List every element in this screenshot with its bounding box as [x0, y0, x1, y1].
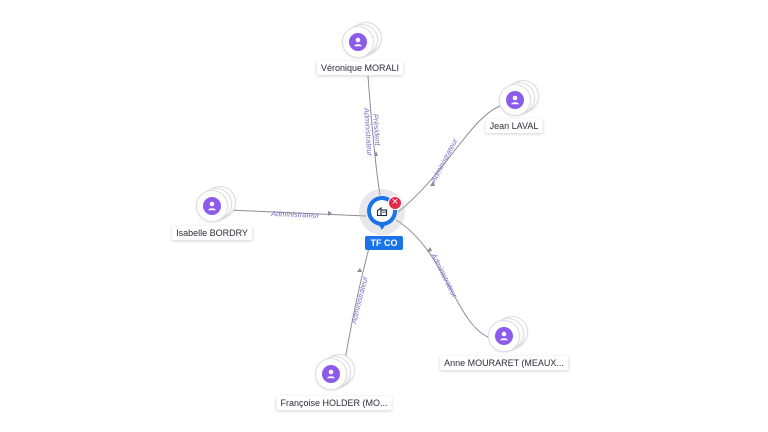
edge-mouraret [395, 219, 489, 338]
node-disc [488, 320, 520, 352]
edge-laval [397, 105, 501, 213]
person-name-laval[interactable]: Jean LAVAL [485, 119, 543, 133]
node-disc [499, 84, 531, 116]
person-node-holder[interactable] [315, 354, 355, 394]
edge-label-holder: Administrateur [349, 275, 370, 326]
close-icon[interactable]: × [388, 196, 402, 210]
edge-arrow [357, 268, 362, 272]
company-name-tag[interactable]: TF CO [365, 236, 403, 250]
person-node-mouraret[interactable] [488, 316, 528, 356]
person-icon [495, 327, 513, 345]
person-name-mouraret[interactable]: Anne MOURARET (MEAUX... [440, 356, 568, 370]
edge-arrow [430, 181, 435, 186]
person-name-holder[interactable]: Françoise HOLDER (MO... [276, 396, 392, 410]
person-icon [349, 33, 367, 51]
edge-arrow [374, 151, 378, 156]
person-icon [506, 91, 524, 109]
node-disc [196, 190, 228, 222]
edge-label-laval: Administrateur [428, 137, 459, 185]
person-name-morali[interactable]: Véronique MORALI [316, 61, 404, 75]
edge-label-morali: Administrateur [362, 107, 374, 157]
node-disc [342, 26, 374, 58]
edge-label-mouraret: Administrateur [429, 251, 460, 300]
person-name-bordry[interactable]: Isabelle BORDRY [172, 226, 252, 240]
edge-holder [344, 236, 373, 361]
edge-bordry [227, 209, 367, 217]
edge-label-bordry: Administrateur [270, 209, 320, 220]
building-icon [371, 200, 393, 222]
edge-arrow [328, 211, 332, 216]
person-node-morali[interactable] [342, 22, 382, 62]
person-icon [322, 365, 340, 383]
node-disc [315, 358, 347, 390]
edge-arrow [427, 247, 432, 252]
person-icon [203, 197, 221, 215]
edge-label-morali: Président [371, 114, 382, 147]
edge-morali [367, 75, 381, 196]
person-node-laval[interactable] [499, 80, 539, 120]
person-node-bordry[interactable] [196, 186, 236, 226]
